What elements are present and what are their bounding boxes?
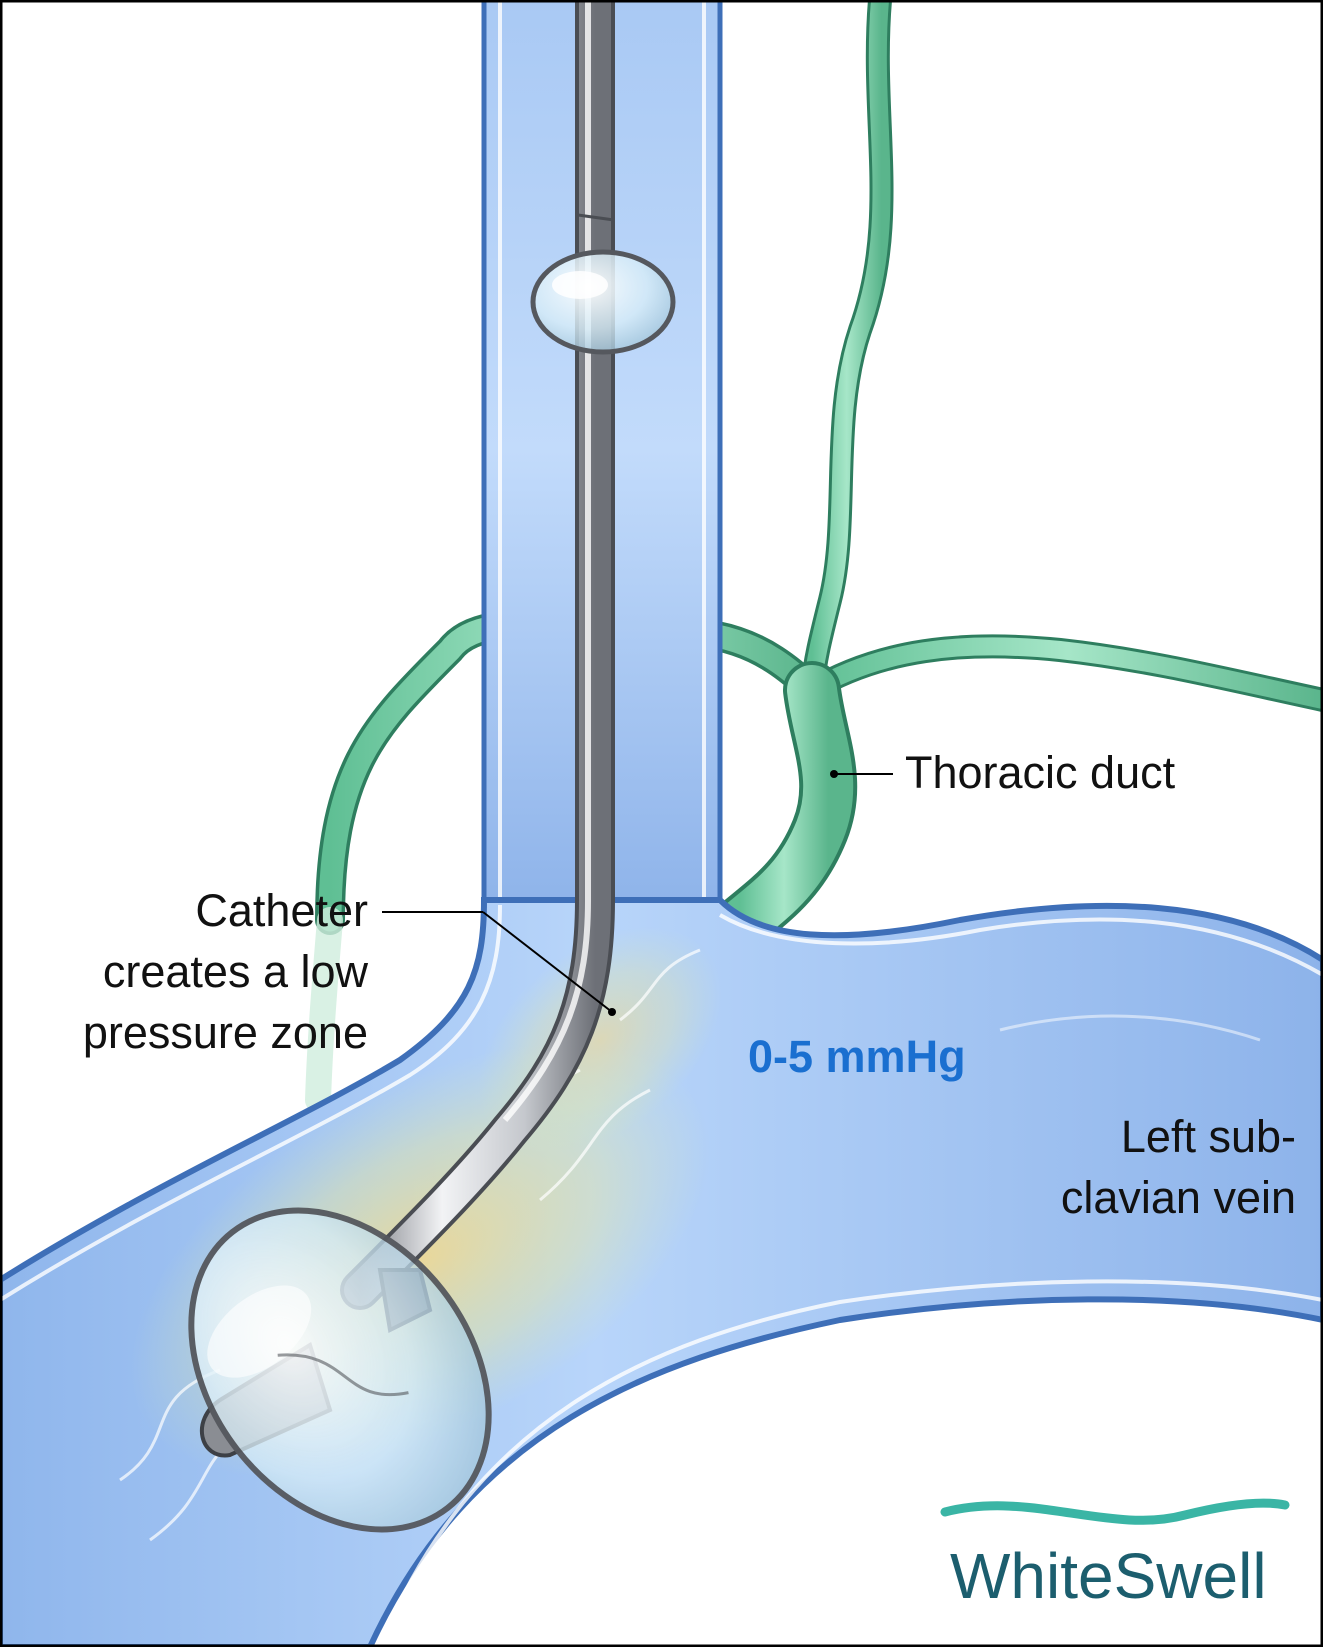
catheter-label-line3: pressure zone — [83, 1007, 368, 1058]
catheter-label-line2: creates a low — [103, 946, 369, 997]
logo-text: WhiteSwell — [950, 1540, 1267, 1612]
upper-balloon — [530, 249, 676, 355]
whiteswell-logo: WhiteSwell — [940, 1498, 1290, 1612]
pressure-label: 0-5 mmHg — [748, 1031, 966, 1082]
lower-balloon — [188, 1207, 492, 1533]
vein-label-line2: clavian vein — [1061, 1172, 1296, 1223]
vein-label-line1: Left sub- — [1121, 1111, 1296, 1162]
leader-lines — [382, 770, 893, 1016]
thoracic-duct-label: Thoracic duct — [905, 747, 1176, 798]
catheter-label-line1: Catheter — [195, 885, 368, 936]
